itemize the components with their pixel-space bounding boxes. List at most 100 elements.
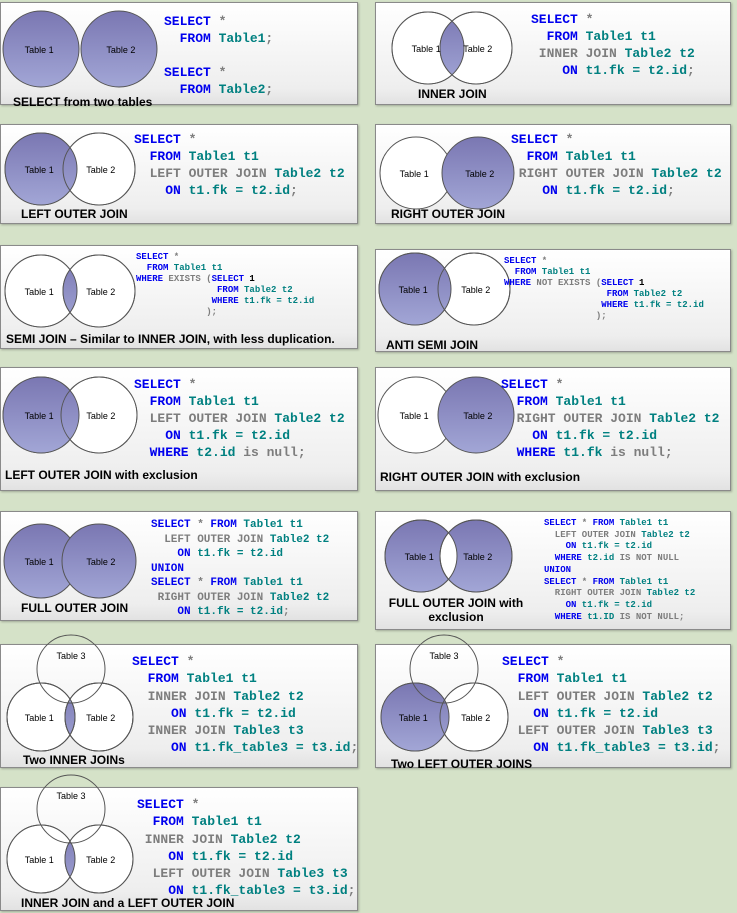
sql-token: WHERE: [504, 278, 532, 288]
sql-token: SELECT: [136, 252, 169, 262]
table2-label: Table 2: [465, 169, 494, 179]
table2-circle: [441, 136, 515, 210]
sql-line: FROM Table1 t1: [137, 814, 262, 829]
sql-token: Table2 t2: [641, 588, 696, 599]
sql-token: t1.fk = t2.id: [557, 183, 668, 198]
sql-line: SELECT * FROM Table1 t1: [151, 577, 303, 589]
table1-label: Table 1: [399, 713, 428, 723]
sql-token: Table2 t2: [634, 688, 713, 704]
sql-token: INNER JOIN: [531, 46, 617, 61]
sql-token: Table1 t1: [614, 518, 669, 528]
panel-caption: ANTI SEMI JOIN: [386, 338, 479, 352]
table3-label: Table 3: [429, 651, 458, 661]
panel-caption: SELECT from two tables: [13, 95, 153, 109]
sql-token: *: [190, 577, 204, 589]
sql-token: Table2 t2: [616, 46, 695, 61]
sql-token: ON: [151, 548, 191, 560]
sql-token: t2.id: [188, 445, 236, 460]
sql-token: *: [576, 576, 588, 587]
table1-label: Table 1: [25, 165, 54, 175]
sql-token: RIGHT OUTER JOIN: [544, 588, 642, 599]
table2-label: Table 2: [86, 713, 115, 723]
sql-token: Table1 t1: [180, 149, 259, 164]
table1-circle: [2, 10, 80, 88]
sql-token: FROM: [134, 394, 181, 409]
sql-line: FROM Table1 t1: [132, 671, 257, 686]
table1-label: Table 1: [399, 285, 428, 295]
sql-token: LEFT OUTER JOIN: [134, 166, 267, 181]
sql-token: SELECT: [137, 797, 184, 812]
sql-token: LEFT OUTER JOIN: [502, 688, 635, 704]
panel-caption: LEFT OUTER JOIN: [21, 207, 128, 221]
sql-token: FROM: [164, 31, 211, 46]
sql-token: Table2 t2: [263, 591, 330, 604]
sql-line: UNION: [544, 565, 571, 575]
sql-token: Table1: [210, 31, 266, 46]
sql-token: FROM: [587, 576, 615, 587]
sql-token: *: [210, 65, 227, 80]
sql-line: ON t1.fk = t2.id;: [134, 183, 298, 198]
sql-line: ON t1.fk = t2.id: [501, 428, 657, 443]
sql-token: ;: [712, 740, 721, 756]
sql-line: ON t1.fk = t2.id: [134, 428, 290, 443]
sql-token: WHERE: [136, 274, 164, 284]
sql-token: t1.fk = t2.id: [238, 296, 315, 306]
sql-token: ;: [350, 740, 359, 756]
sql-code: SELECT * FROM Table1 t1 RIGHT OUTER JOIN…: [511, 131, 722, 199]
table3-circle: [36, 774, 106, 844]
table2-circle: [80, 10, 158, 88]
sql-line: RIGHT OUTER JOIN Table2 t2: [544, 588, 695, 598]
sql-token: Table1 t1: [548, 671, 627, 687]
sql-token: FROM: [136, 263, 169, 273]
sql-token: 1: [633, 278, 645, 288]
sql-line: INNER JOIN Table2 t2: [132, 689, 304, 704]
sql-line: ON t1.fk = t2.id: [137, 849, 293, 864]
sql-token: t1.fk = t2.id: [186, 705, 296, 721]
sql-token: Table2 t2: [628, 289, 683, 299]
sql-line: FROM Table2 t2: [136, 285, 293, 295]
sql-line: RIGHT OUTER JOIN Table2 t2: [511, 166, 722, 181]
sql-token: SELECT: [211, 274, 245, 284]
sql-token: *: [547, 377, 564, 392]
table2-label: Table 2: [86, 557, 115, 567]
table2-label: Table 2: [86, 855, 115, 865]
sql-token: t1.fk = t2.id: [183, 848, 294, 864]
sql-token: is null;: [602, 445, 673, 460]
sql-token: SELECT: [544, 576, 577, 587]
table2-label: Table 2: [463, 44, 492, 54]
table2-label: Table 2: [106, 45, 135, 55]
sql-line: ON t1.fk = t2.id;: [151, 606, 289, 618]
sql-token: WHERE: [501, 445, 556, 460]
table2-label: Table 2: [86, 287, 115, 297]
sql-token: Table1 t1: [183, 814, 262, 830]
sql-code: SELECT * FROM Table1 t1 INNER JOIN Table…: [531, 11, 695, 79]
table1-label: Table 1: [25, 855, 54, 865]
sql-token: LEFT OUTER JOIN: [134, 411, 267, 426]
table3-circle: [36, 634, 106, 704]
sql-token: FROM: [504, 289, 629, 299]
sql-line: SELECT * FROM Table1 t1: [151, 519, 303, 531]
sql-line: WHERE t1.fk = t2.id: [504, 300, 704, 310]
sql-token: SELECT: [501, 377, 548, 392]
sql-line: SELECT *: [504, 256, 547, 266]
sql-line: LEFT OUTER JOIN Table3 t3: [502, 723, 713, 738]
sql-token: Table1 t1: [614, 576, 669, 587]
sql-line: LEFT OUTER JOIN Table3 t3: [137, 866, 348, 881]
sql-token: *: [180, 132, 197, 147]
sql-token: LEFT OUTER JOIN: [151, 533, 264, 546]
sql-token: SELECT: [164, 65, 211, 80]
sql-token: t1.fk = t2.id: [190, 548, 284, 560]
sql-token: is null;: [235, 445, 306, 460]
panel-caption: LEFT OUTER JOIN with exclusion: [5, 468, 198, 482]
sql-token: FROM: [203, 577, 237, 589]
sql-token: Table1 t1: [178, 671, 257, 687]
sql-line: SELECT * FROM Table1 t1: [544, 518, 668, 528]
sql-token: Table3 t3: [225, 723, 304, 739]
sql-token: Table1 t1: [557, 149, 636, 164]
sql-line: FROM Table1;: [164, 31, 274, 46]
